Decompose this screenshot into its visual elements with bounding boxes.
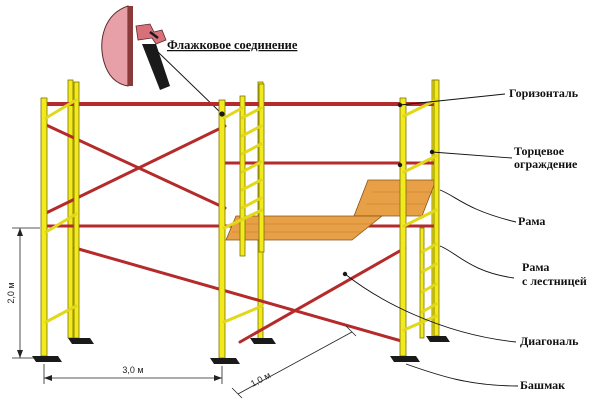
callout-diagonal: Диагональ xyxy=(344,273,579,348)
left-frame-rung xyxy=(44,98,78,120)
ladder-rung xyxy=(420,302,438,314)
flag-joint-label: Флажковое соединение xyxy=(167,38,298,52)
ladder-rung xyxy=(420,242,438,254)
ladder-rung xyxy=(240,124,263,138)
right-frame-rung xyxy=(402,314,438,332)
callout-ladder-frame-label-2: с лестницей xyxy=(522,274,587,288)
depth-dimension-label: 1,0 м xyxy=(249,370,272,389)
callout-horizontal: Горизонталь xyxy=(399,86,579,106)
height-dimension-label: 2,0 м xyxy=(6,282,16,303)
rail-joint xyxy=(397,162,403,168)
ladder-rung xyxy=(240,196,263,210)
callout-frame-label: Рама xyxy=(518,214,545,228)
right-frame-rung xyxy=(402,154,438,174)
ladder-rung xyxy=(240,142,263,156)
length-dimension-label: 3,0 м xyxy=(122,365,143,375)
right-frame-rung xyxy=(402,98,438,118)
lower-deck-board xyxy=(225,215,384,241)
base-plate xyxy=(32,356,62,362)
flag-joint-post-edge xyxy=(128,6,133,86)
ladder-rung xyxy=(420,262,438,274)
ladder-rung xyxy=(240,178,263,192)
flag-joint-inset xyxy=(101,5,170,90)
ladder-stile-right xyxy=(258,83,265,253)
diagonal-lower-b xyxy=(238,246,407,344)
callout-diagonal-label: Диагональ xyxy=(520,334,579,348)
joints xyxy=(219,102,435,277)
flag-joint-pin xyxy=(149,31,159,39)
callout-end-guard-label-1: Торцевое xyxy=(514,144,565,158)
callout-ladder-frame-label-1: Рама xyxy=(522,260,549,274)
base-plate xyxy=(390,356,420,362)
flag-joint-marker xyxy=(219,111,225,117)
callout-frame: Рама xyxy=(439,189,545,228)
deck-boards xyxy=(225,179,437,241)
right-ladder-stile xyxy=(419,227,425,339)
flag-joint-clamp-disc xyxy=(101,5,129,87)
upper-deck-board xyxy=(353,179,437,217)
middle-frame-rung xyxy=(222,208,264,230)
left-frame-rung xyxy=(44,212,78,234)
rear-left-post xyxy=(67,79,74,339)
callout-end-guard: Торцевое ограждение xyxy=(431,144,578,171)
middle-frame-rung xyxy=(222,304,264,324)
base-plate xyxy=(68,338,94,344)
right-back-post xyxy=(433,79,440,337)
right-frame-rung xyxy=(402,208,438,228)
ladder-rung xyxy=(420,282,438,294)
base-plates xyxy=(32,336,450,364)
base-plate xyxy=(250,338,276,344)
flag-joint-bracket xyxy=(142,44,170,90)
callout-horizontal-label: Горизонталь xyxy=(509,86,579,100)
length-dimension: 3,0 м xyxy=(43,364,223,384)
callout-end-guard-label-2: ограждение xyxy=(514,157,578,171)
callout-base-plate-label: Башмак xyxy=(520,378,565,392)
callout-base-plate: Башмак xyxy=(405,363,565,392)
left-frame-rung xyxy=(44,304,78,324)
ladder-stile-left xyxy=(239,95,246,257)
diagonal-lower-a xyxy=(73,246,407,344)
left-back-post xyxy=(73,81,80,339)
left-front-post xyxy=(40,97,48,357)
height-dimension: 2,0 м xyxy=(6,227,40,359)
ladder-rung xyxy=(240,106,263,120)
callout-ladder-frame: Рама с лестницей xyxy=(439,245,587,288)
middle-frame-rung xyxy=(222,106,244,120)
base-plate xyxy=(426,336,450,342)
ladder-rung xyxy=(240,160,263,174)
base-plate xyxy=(210,358,240,364)
